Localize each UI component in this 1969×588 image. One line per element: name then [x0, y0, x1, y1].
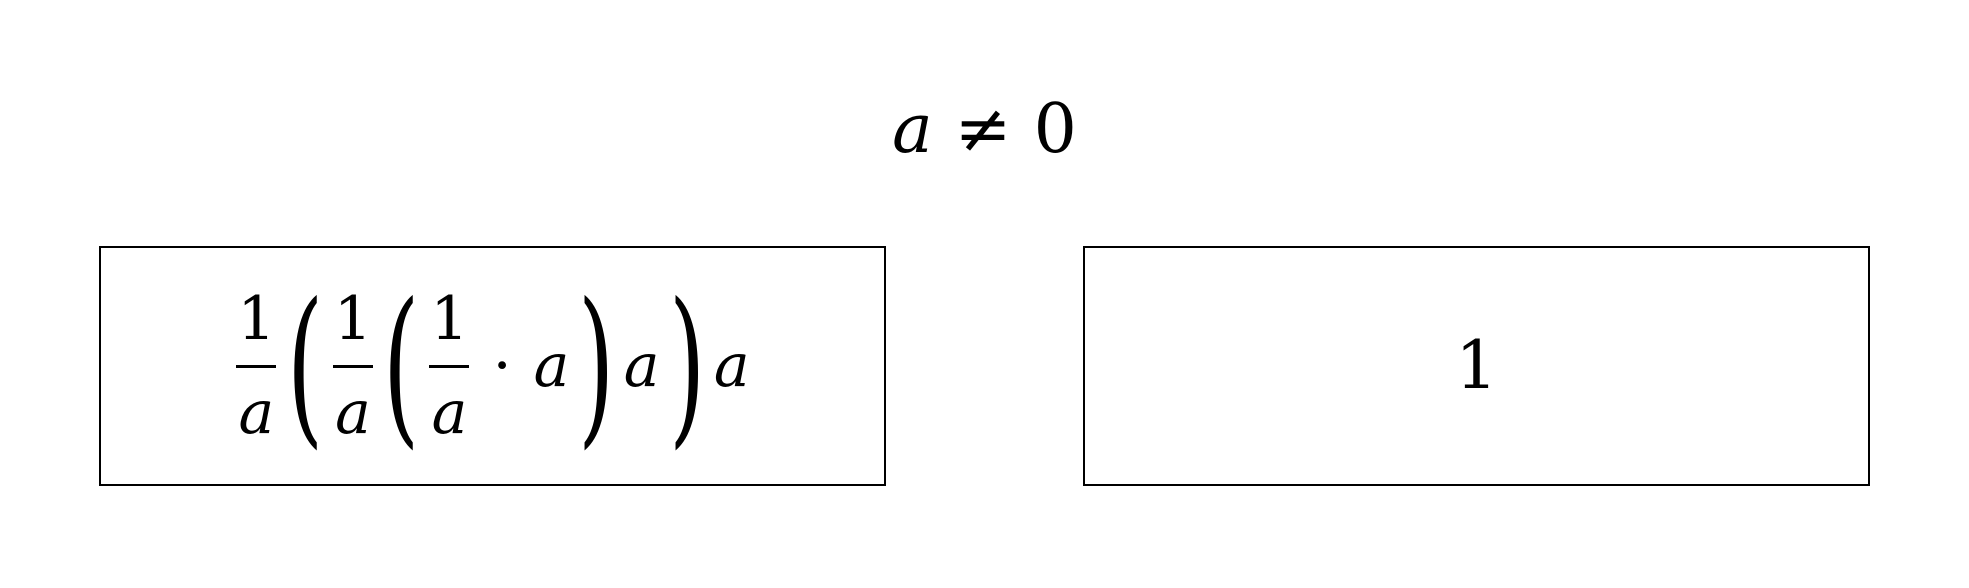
middle-factor: a — [623, 331, 660, 401]
condition-variable: a — [892, 90, 933, 169]
paren-inner-open: ( — [382, 266, 420, 465]
condition-relation: ≠ — [954, 90, 1012, 169]
fraction-middle-numerator: 1 — [333, 283, 373, 354]
fraction-outer: 1 a — [233, 283, 279, 448]
result-box: 1 — [1083, 246, 1870, 486]
fraction-middle-bar — [332, 364, 373, 368]
fraction-middle: 1 a — [330, 283, 376, 448]
paren-outer-close: ) — [668, 266, 705, 465]
outer-factor: a — [713, 331, 750, 401]
fraction-outer-bar — [236, 364, 277, 368]
fraction-inner-bar — [429, 364, 470, 368]
result-value: 1 — [1455, 327, 1498, 404]
dot-operator: · — [492, 331, 512, 401]
nested-expression: 1 a ( 1 a ( 1 a · a ) a ) a — [227, 266, 757, 465]
inner-factor: a — [533, 331, 570, 401]
fraction-inner-denominator: a — [431, 377, 468, 448]
condition-value: 0 — [1033, 90, 1077, 169]
paren-outer-open: ( — [286, 266, 323, 465]
fraction-outer-denominator: a — [238, 377, 275, 448]
paren-inner-close: ) — [578, 266, 615, 465]
fraction-outer-numerator: 1 — [237, 283, 276, 354]
expression-box: 1 a ( 1 a ( 1 a · a ) a ) a — [99, 246, 886, 486]
fraction-inner: 1 a — [426, 283, 472, 448]
condition-label: a ≠ 0 — [0, 80, 1969, 180]
fraction-inner-numerator: 1 — [430, 283, 469, 354]
fraction-middle-denominator: a — [335, 377, 371, 448]
